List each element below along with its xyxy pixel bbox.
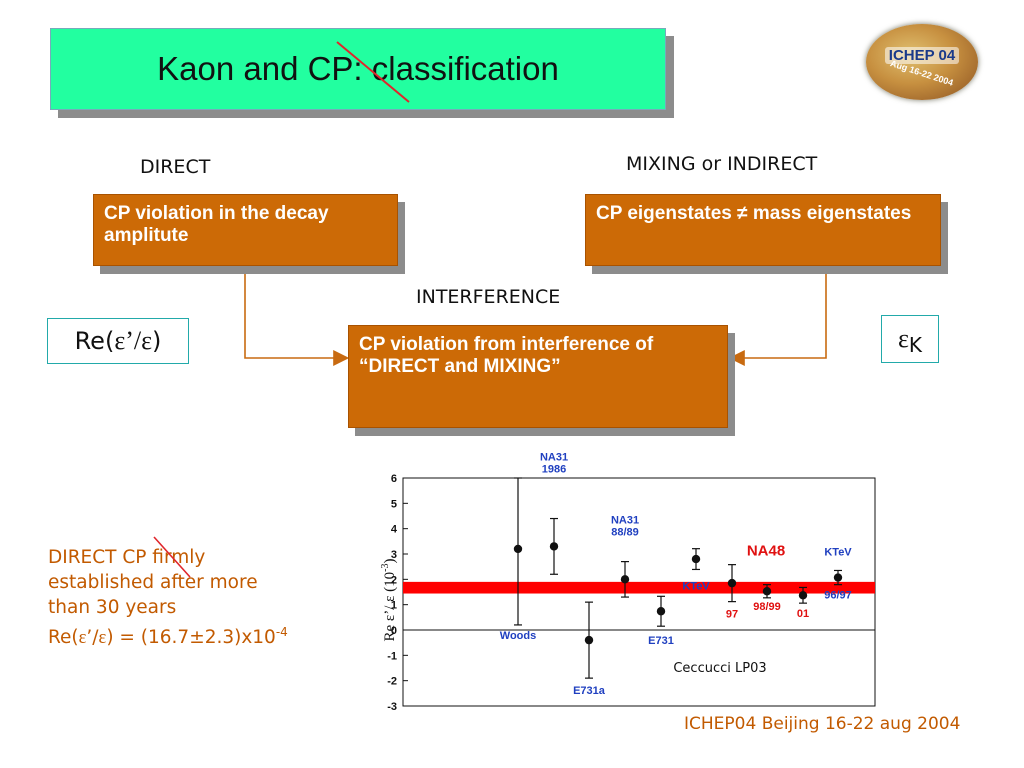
re-eps-eps2: ε <box>141 326 153 355</box>
re-eps-box: Re(ε’/ε) <box>47 318 189 364</box>
mixing-box: CP eigenstates ≠ mass eigenstates <box>585 194 941 266</box>
note-l4exp: -4 <box>275 625 288 639</box>
mixing-label: MIXING or INDIRECT <box>626 153 818 175</box>
point-label: 96/97 <box>824 590 852 602</box>
point-label: E731a <box>573 685 606 697</box>
logo-text: ICHEP 04 <box>884 46 960 64</box>
slide-title-text: Kaon and CP: classification <box>157 50 559 87</box>
slide-title-box: Kaon and CP: classification <box>50 28 666 110</box>
data-point <box>727 578 737 588</box>
direct-box: CP violation in the decay amplitute <box>93 194 398 266</box>
data-point <box>691 554 701 564</box>
point-label: 98/99 <box>753 601 781 613</box>
re-eps-mid: ’/ <box>125 326 142 355</box>
point-label: Woods <box>500 630 536 642</box>
note-l4e: ) = (16.7±2.3)x10 <box>106 627 276 649</box>
data-point <box>798 591 808 600</box>
note-l4d: ε <box>98 628 107 649</box>
y-tick-label: 1 <box>391 600 397 612</box>
y-tick-label: -1 <box>387 650 397 662</box>
note-line-3: than 30 years <box>48 597 177 618</box>
eps-k-symbol: ε <box>897 324 909 353</box>
note-cp-strike-icon <box>153 536 191 578</box>
note-l4a: Re( <box>48 627 79 649</box>
y-tick-label: 4 <box>391 524 398 536</box>
ichep-logo: ICHEP 04 Aug 16-22 2004 <box>866 24 978 100</box>
interference-label: INTERFERENCE <box>416 286 561 308</box>
note-line-4: Re(ε’/ε) = (16.7±2.3)x10-4 <box>48 620 368 651</box>
point-label: 01 <box>797 608 809 620</box>
direct-label: DIRECT <box>140 156 211 178</box>
slide-title: Kaon and CP: classification <box>157 41 559 103</box>
ktev-group-label: KTeV <box>824 546 852 558</box>
cp-strike-icon <box>336 41 410 103</box>
na48-label: NA48 <box>747 542 785 559</box>
data-point <box>549 542 559 551</box>
data-point <box>513 544 523 554</box>
y-tick-label: -2 <box>387 676 397 688</box>
note-line-2: established after more <box>48 572 258 593</box>
data-point <box>762 587 772 596</box>
y-tick-label: 6 <box>391 473 397 485</box>
data-point <box>620 575 630 584</box>
y-tick-label: 5 <box>391 498 397 510</box>
footer-text: ICHEP04 Beijing 16-22 aug 2004 <box>684 714 961 734</box>
note-line-1: DIRECT CP firmly <box>48 536 368 578</box>
point-label: 97 <box>726 609 738 621</box>
chart-y-label: Re ε’/ ε (10-3) <box>380 558 398 641</box>
data-point <box>656 607 666 616</box>
y-tick-label: -3 <box>387 701 397 713</box>
flow-connectors <box>244 268 827 366</box>
note-l4c: ’/ <box>86 627 99 649</box>
y-tick-label: 2 <box>391 574 397 586</box>
point-label: KTeV <box>682 580 710 592</box>
chart-credit: Ceccucci LP03 <box>673 661 766 676</box>
note-l4b: ε <box>78 628 87 649</box>
re-eps-post: ) <box>152 327 162 355</box>
re-eps-pre: Re( <box>74 327 115 355</box>
interference-box: CP violation from interference of “DIREC… <box>348 325 728 428</box>
note-l1a: DIRECT <box>48 547 123 568</box>
world-average-band <box>403 581 875 594</box>
point-label: E731 <box>648 635 674 647</box>
y-tick-label: 3 <box>391 549 397 561</box>
re-eps-eps1: ε <box>114 326 126 355</box>
eps-k-sub: K <box>908 333 923 357</box>
y-tick-label: 0 <box>391 625 397 637</box>
note-l1b: CP <box>122 547 147 568</box>
data-point <box>584 635 594 645</box>
direct-arrow <box>244 268 350 366</box>
note-l1c: firmly <box>146 547 206 568</box>
direct-cp-note: DIRECT CP firmly established after more … <box>48 536 368 651</box>
data-point <box>833 573 843 582</box>
mixing-arrow <box>728 268 827 366</box>
